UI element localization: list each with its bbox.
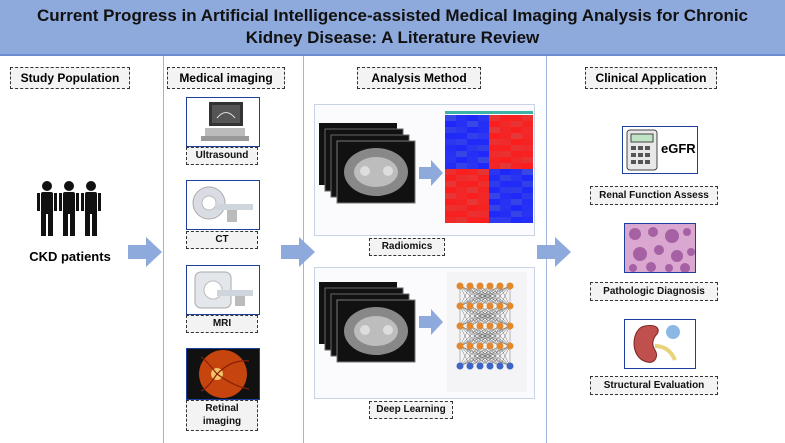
heatmap-image — [445, 111, 533, 223]
pathologic-label: Pathologic Diagnosis — [590, 282, 718, 301]
deep-learning-panel — [314, 267, 535, 399]
ultrasound-label: Ultrasound — [186, 147, 258, 165]
egfr-image: eGFR — [622, 126, 698, 174]
structural-label: Structural Evaluation — [590, 376, 718, 395]
column-divider — [163, 56, 164, 443]
arrow-icon — [128, 237, 162, 267]
radiomics-label: Radiomics — [369, 238, 445, 256]
neural-network-image — [447, 272, 527, 392]
radiomics-panel — [314, 104, 535, 236]
ct-slices-image — [319, 282, 416, 363]
pathology-image — [624, 223, 696, 273]
section-study-population: Study Population — [10, 67, 130, 89]
ultrasound-image — [186, 97, 260, 147]
people-icon — [37, 181, 101, 236]
arrow-icon — [281, 237, 315, 267]
mri-scanner-image — [186, 265, 260, 315]
kidney-icon — [633, 325, 680, 363]
renal-function-label: Renal Function Assess — [590, 186, 718, 205]
population-label: CKD patients — [29, 249, 111, 264]
arrow-icon — [537, 237, 571, 267]
retinal-label: Retinal imaging — [186, 400, 258, 431]
ct-label: CT — [186, 231, 258, 249]
section-analysis-method: Analysis Method — [357, 67, 481, 89]
section-clinical-application: Clinical Application — [585, 67, 717, 89]
deep-learning-label: Deep Learning — [369, 401, 453, 419]
section-medical-imaging: Medical imaging — [167, 67, 285, 89]
ct-scanner-image — [186, 180, 260, 230]
ct-slices-image — [319, 123, 416, 204]
calculator-icon — [626, 129, 658, 171]
kidney-image — [624, 319, 696, 369]
page-title: Current Progress in Artificial Intellige… — [0, 0, 785, 56]
retinal-image — [186, 348, 260, 400]
egfr-text: eGFR — [661, 141, 696, 156]
mri-label: MRI — [186, 315, 258, 333]
